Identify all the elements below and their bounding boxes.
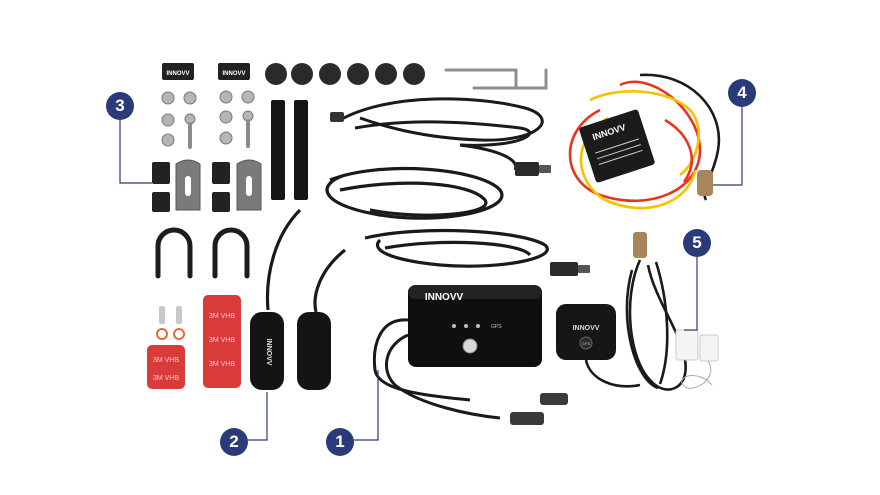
camera-brand: INNOVV (265, 339, 272, 366)
adhesive-pad-label: 3M VHB (153, 375, 179, 382)
nut (219, 110, 233, 124)
rubber-grommets (265, 63, 425, 85)
callout-3: 3 (106, 92, 134, 120)
rubber-block (218, 63, 250, 80)
adhesive-pad (147, 345, 185, 389)
extension-cable (584, 259, 687, 391)
usb-c-connector (515, 162, 539, 176)
usb-connector (330, 112, 344, 122)
cable-plug (633, 232, 647, 258)
wifi-icon (452, 324, 456, 328)
cable-connectors (510, 393, 568, 425)
leader-4 (713, 106, 743, 186)
u-clamp (212, 227, 250, 279)
leader-2 (248, 392, 268, 441)
adhesive-pad-label: 3M VHB (153, 357, 179, 364)
gps-body (556, 304, 616, 360)
rubber-block-brand: INNOVV (166, 71, 189, 77)
hardwire-kit-box: INNOVV (579, 109, 655, 183)
adhesive-pad-label: 3M VHB (209, 361, 235, 368)
hardwire-plug (697, 170, 713, 196)
leader-3 (119, 118, 152, 184)
callout-1: 1 (326, 428, 354, 456)
clip (152, 192, 170, 212)
callout-4: 4 (728, 79, 756, 107)
u-clamp (155, 227, 193, 279)
recorder-body (408, 285, 542, 367)
camera-icon (464, 324, 468, 328)
usb-cable (339, 97, 544, 171)
bullet-cameras: INNOVV (250, 312, 331, 390)
adhesive-pads: 3M VHB 3M VHB 3M VHB 3M VHB 3M VHB (147, 295, 241, 389)
leader-5 (684, 255, 698, 331)
callout-5: 5 (683, 229, 711, 257)
leader-1 (354, 370, 379, 441)
bullet-camera (297, 312, 331, 390)
mounting-hardware-group: INNOVV INNOVV (152, 63, 262, 279)
velcro-straps (271, 100, 308, 200)
recorder-gps-label: GPS (491, 324, 502, 330)
callout-2: 2 (220, 428, 248, 456)
adhesive-pad-label: 3M VHB (209, 337, 235, 344)
nut (161, 113, 175, 127)
cable-connector (550, 262, 578, 276)
rubber-block-brand: INNOVV (222, 71, 245, 77)
gps-label: GPS (582, 341, 591, 346)
adhesive-pad-label: 3M VHB (209, 313, 235, 320)
bullet-camera (250, 312, 284, 390)
record-icon (476, 324, 480, 328)
recorder-cables (372, 318, 501, 420)
hex-keys (444, 68, 548, 90)
clip (212, 192, 230, 212)
callout-leaders (119, 106, 743, 441)
small-sensors (156, 306, 185, 340)
nut (219, 90, 233, 104)
recorder-brand: INNOVV (425, 292, 464, 303)
rubber-block (162, 63, 194, 80)
gps-brand: INNOVV (573, 325, 600, 332)
clip (152, 162, 170, 184)
power-button (462, 338, 478, 354)
camera-cable-coils (265, 167, 549, 313)
gps-module: INNOVV GPS (556, 304, 616, 360)
clip (212, 162, 230, 184)
recorder-unit: INNOVV GPS (408, 285, 542, 367)
nut (161, 133, 175, 147)
nut (219, 131, 233, 145)
nut (183, 91, 197, 105)
nut (241, 90, 255, 104)
nut (161, 91, 175, 105)
keyring-tags (675, 329, 719, 389)
adhesive-pad (203, 295, 241, 388)
